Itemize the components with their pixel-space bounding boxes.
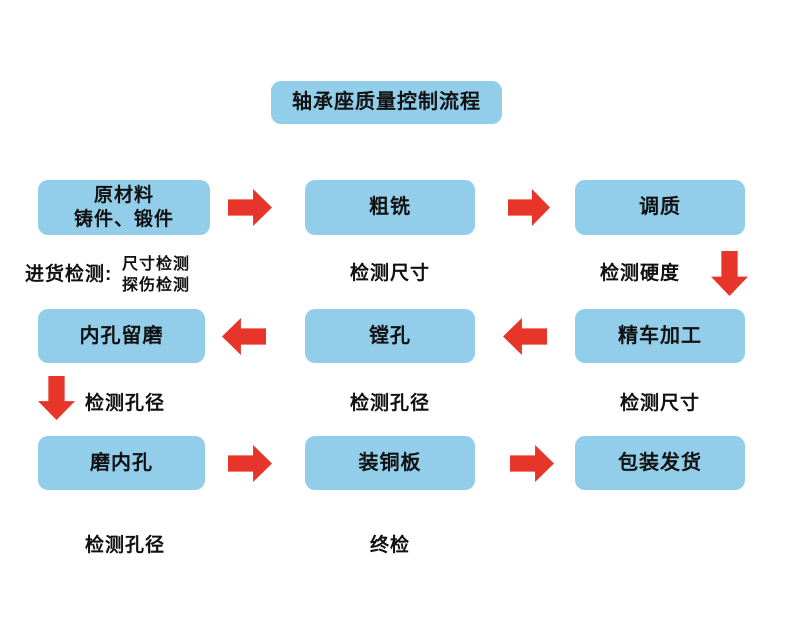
caption-final-inspection: 终检 [369,535,410,556]
flow-box-raw-material-line1: 原材料 [93,184,154,206]
caption-check-size-2: 检测尺寸 [619,393,700,414]
arrow-down-icon [38,376,75,420]
caption-check-bore-1: 检测孔径 [85,393,166,414]
flow-box-rough-milling: 粗铣 [305,180,475,235]
flow-box-finish-turning-label: 精车加工 [618,324,702,347]
flow-box-tempering-label: 调质 [639,196,681,218]
flow-box-bore-grinding-allowance: 内孔留磨 [38,309,205,363]
flow-box-raw-material-line2: 铸件、锻件 [73,208,174,230]
arrow-right-icon [510,445,554,482]
arrow-right-icon [228,445,272,482]
flow-box-boring: 镗孔 [305,309,475,363]
flow-box-finish-turning: 精车加工 [575,309,745,363]
flowchart-title-box: 轴承座质量控制流程 [271,81,502,124]
arrow-right-icon [228,189,272,226]
arrow-left-icon [503,318,547,355]
flow-box-packing-shipping-label: 包装发货 [618,451,702,474]
caption-check-bore-3: 检测孔径 [85,535,166,556]
flow-box-bore-grinding-allowance-label: 内孔留磨 [79,324,164,347]
flow-box-copper-plate: 装铜板 [305,436,475,490]
flow-box-copper-plate-label: 装铜板 [358,451,422,474]
flow-box-raw-material: 原材料 铸件、锻件 [38,180,210,235]
caption-incoming-inspection-line1: 尺寸检测 [122,256,191,273]
caption-incoming-inspection-line2: 探伤检测 [122,277,191,294]
arrow-down-icon [711,251,748,296]
arrow-left-icon [222,318,266,355]
caption-check-bore-2: 检测孔径 [349,393,430,414]
flow-box-grind-bore: 磨内孔 [38,436,205,490]
flow-box-tempering: 调质 [575,180,745,235]
caption-check-hardness: 检测硬度 [599,263,680,284]
caption-check-size-1: 检测尺寸 [349,263,430,284]
flow-box-rough-milling-label: 粗铣 [369,196,411,218]
flow-box-boring-label: 镗孔 [369,324,411,347]
flowchart-title: 轴承座质量控制流程 [292,91,481,113]
arrow-right-icon [508,189,550,226]
flow-box-grind-bore-label: 磨内孔 [90,451,153,474]
flow-box-packing-shipping: 包装发货 [575,436,745,490]
caption-incoming-inspection-label: 进货检测: [25,264,113,285]
